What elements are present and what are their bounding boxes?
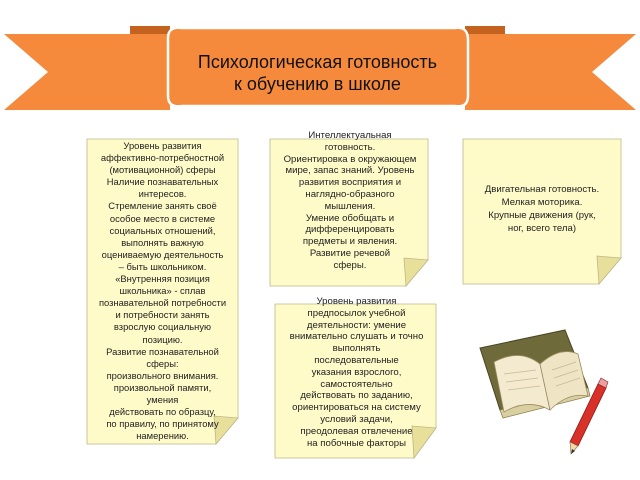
- note-line: взрослую социальную: [113, 321, 212, 333]
- note-line: Двигательная готовность.: [484, 184, 600, 195]
- note-line: условий задачи,: [320, 413, 393, 425]
- note-line: аффективно-потребностной: [100, 152, 225, 164]
- note-line: произвольного внимания.: [106, 369, 219, 381]
- banner-right-fold: [465, 26, 505, 34]
- note-line: социальных отношений,: [109, 224, 216, 236]
- note-line: ориентироваться на систему: [292, 402, 421, 414]
- note-line: «Внутренняя позиция: [115, 273, 210, 285]
- note-line: дифференцировать: [305, 224, 395, 236]
- note-line: Уровень развития: [123, 140, 202, 151]
- note-line: (мотивационной) сферы: [109, 164, 216, 176]
- note-line: умения: [146, 393, 179, 405]
- note-line: оцениваемую деятельность: [101, 248, 224, 260]
- note-line: действовать по заданию,: [300, 390, 413, 402]
- note-line: Крупные движения (рук,: [488, 210, 596, 221]
- note-line: действовать по образцу,: [109, 406, 216, 418]
- note-line: сферы:: [146, 357, 179, 369]
- note-line: школьника» - сплав: [119, 285, 206, 297]
- note-line: на побочные факторы: [306, 437, 407, 449]
- note-line: произвольной памяти,: [113, 381, 212, 393]
- note-line: указания взрослого,: [311, 366, 402, 378]
- title-line-1: Психологическая готовность: [197, 52, 438, 72]
- note-line: Уровень развития: [316, 296, 397, 307]
- note-line: последовательные: [314, 354, 399, 366]
- pencil-icon: [569, 377, 609, 455]
- book-and-pencil-icon: [479, 329, 609, 455]
- note-line: сферы.: [333, 259, 367, 271]
- note-line: познавательной потребности: [98, 297, 227, 309]
- note-line: и потребности занять: [115, 309, 210, 321]
- note-line: по правилу, по принятому: [106, 418, 219, 430]
- note-line: позицию.: [142, 333, 183, 345]
- banner-left-fold: [130, 26, 170, 34]
- title-banner: [4, 26, 636, 110]
- note-line: особое место в системе: [109, 212, 216, 224]
- note-line: готовность.: [324, 141, 376, 153]
- note-line: ног, всего тела): [507, 223, 577, 234]
- note-line: мышления.: [324, 200, 376, 212]
- banner-center: [166, 26, 470, 108]
- note-line: выполнять важную: [121, 236, 204, 248]
- note-line: деятельности: умение: [306, 319, 407, 331]
- note-line: выполнять: [332, 343, 381, 355]
- note-line: мире, запас знаний. Уровень: [285, 165, 415, 177]
- note-motor: Двигательная готовность. Мелкая моторика.…: [463, 183, 621, 235]
- note-line: Развитие речевой: [309, 247, 391, 259]
- note-line: Развитие познавательной: [106, 345, 219, 357]
- note-line: Наличие познавательных: [106, 176, 219, 188]
- note-line: интересов.: [138, 188, 187, 200]
- note-line: предметы и явления.: [302, 236, 398, 248]
- note-line: Стремление занять своё: [108, 200, 217, 212]
- note-line: Ориентировка в окружающем: [283, 153, 417, 165]
- note-line: предпосылок учебной: [307, 307, 406, 319]
- note-line: развития восприятия и: [298, 177, 402, 189]
- note-motor-fold: [596, 255, 622, 286]
- banner-right-tail: [465, 34, 636, 110]
- note-line: наглядно-образного: [305, 188, 395, 200]
- note-line: самостоятельно: [320, 378, 393, 390]
- note-line: Интеллектуальная: [308, 130, 392, 141]
- note-line: – быть школьником.: [118, 260, 207, 272]
- note-line: Умение обобщать и: [305, 212, 395, 224]
- note-line: намерению.: [136, 430, 189, 442]
- page-title: Психологическая готовность к обучению в …: [170, 42, 465, 104]
- banner-left-tail: [4, 34, 170, 110]
- note-line: преодолевая отвлечение: [300, 425, 413, 437]
- title-line-2: к обучению в школе: [234, 74, 401, 94]
- note-line: Мелкая моторика.: [501, 197, 583, 208]
- book-right-page-icon: [539, 351, 589, 411]
- note-line: внимательно слушать и точно: [289, 331, 424, 343]
